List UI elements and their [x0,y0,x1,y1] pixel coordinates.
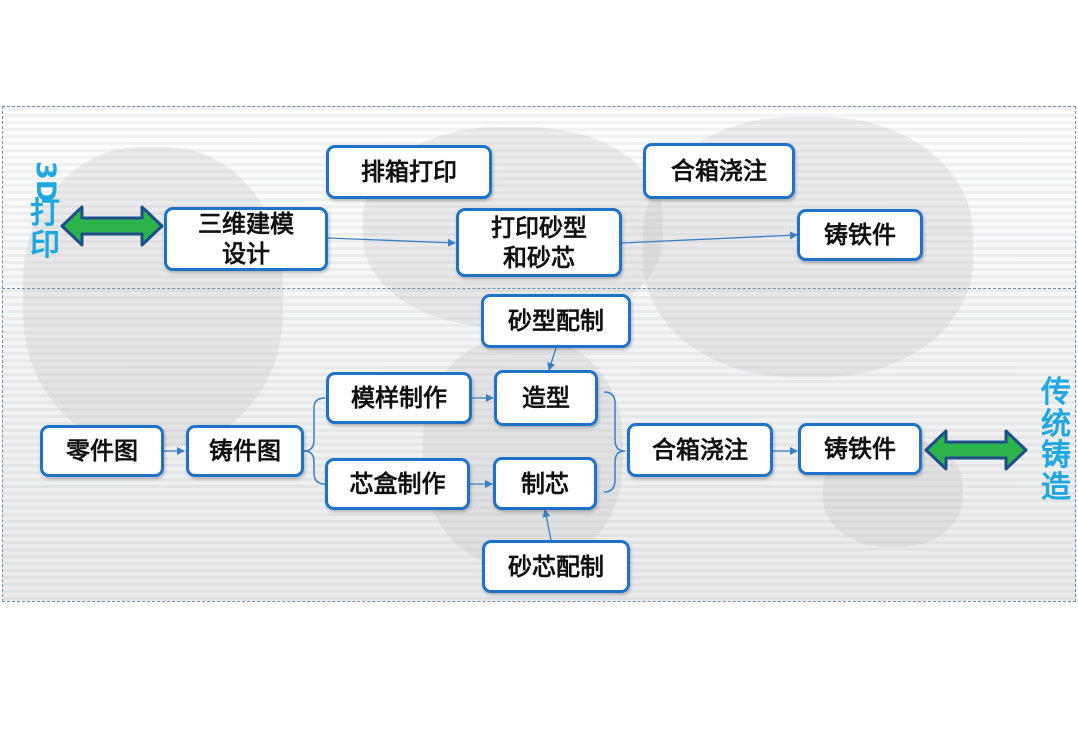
label-3d-suffix: 打印 [30,196,60,263]
box-print-sand-mold-core: 打印砂型 和砂芯 [456,208,622,277]
box-molding: 造型 [494,370,598,426]
bracket-split [303,397,326,485]
box-core-making: 制芯 [493,457,597,510]
arrow-sandmix-to-molding [547,347,557,371]
label-traditional-casting: 传统铸造 [1041,375,1071,505]
box-bottom-close-pour: 合箱浇注 [627,423,773,477]
box-3d-modeling: 三维建模 设计 [164,207,328,271]
box-part-drawing: 零件图 [40,425,164,477]
world-map-shape-americas [23,147,283,447]
bracket-merge [603,391,626,493]
box-top-close-pour: 合箱浇注 [643,143,795,199]
box-corebox-making: 芯盒制作 [325,458,470,510]
background-pattern [3,107,1075,601]
box-pattern-making: 模样制作 [326,372,472,424]
box-layout-printing: 排箱打印 [326,145,492,199]
section-divider [2,288,1076,289]
box-casting-drawing: 铸件图 [186,425,304,477]
box-top-iron-casting: 铸铁件 [797,209,923,261]
box-sand-mixing: 砂型配制 [481,294,631,348]
double-arrow-right-icon [924,429,1028,471]
label-3d-printing: 3D 打印 [26,161,64,263]
label-3d-prefix: 3D [30,161,61,203]
arrow-coresand-to-coremaking [542,509,552,541]
double-arrow-left-icon [60,205,164,247]
box-bottom-iron-casting: 铸铁件 [798,423,922,475]
box-core-sand-mixing: 砂芯配制 [482,540,630,593]
arrow-print-to-casting [621,231,798,244]
arrow-cad-to-print [327,237,456,247]
